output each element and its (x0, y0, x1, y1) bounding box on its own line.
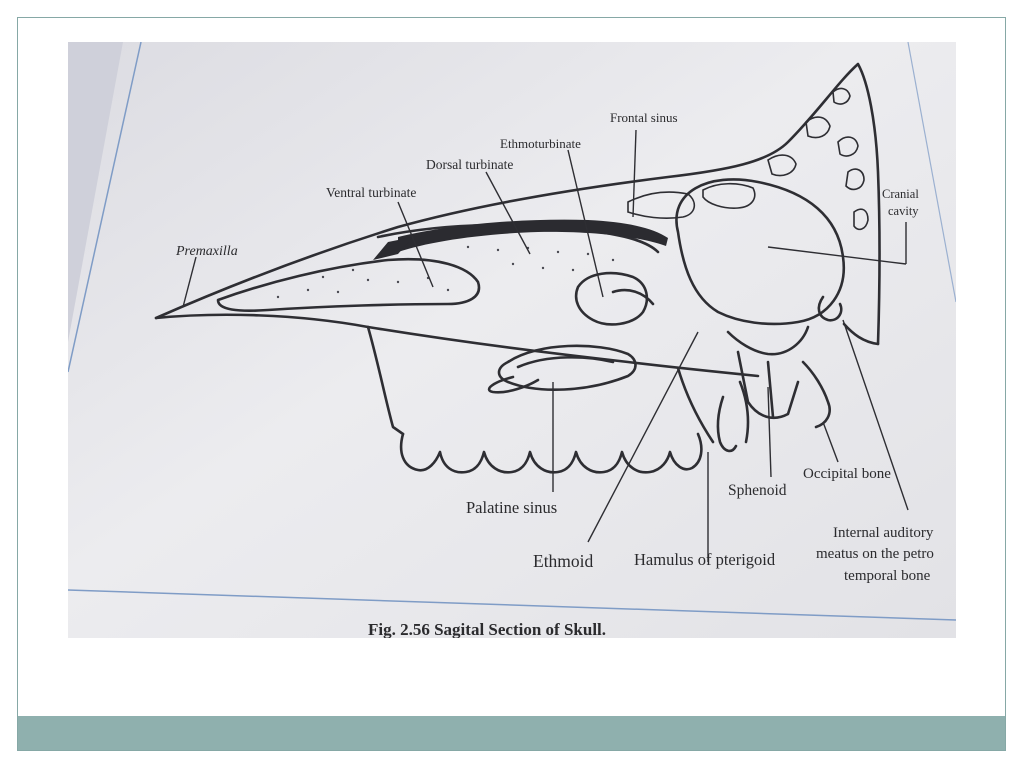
book-edge (68, 42, 123, 342)
label-internal-auditory-line2: meatus on the petro (816, 546, 934, 562)
label-sphenoid: Sphenoid (728, 482, 787, 499)
label-frontal-sinus: Frontal sinus (610, 110, 678, 125)
label-cranial-line1: Cranial (882, 187, 919, 201)
label-ethmoid: Ethmoid (533, 551, 594, 571)
frontal-sinus-cells (627, 87, 869, 231)
label-internal-auditory-line3: temporal bone (844, 568, 931, 584)
label-palatine-sinus: Palatine sinus (466, 498, 557, 517)
footer-bar (18, 716, 1005, 750)
label-dorsal-turbinate: Dorsal turbinate (426, 157, 513, 172)
page-margin-line-left (68, 42, 142, 373)
textbook-photo: Frontal sinus Ethmoturbinate Dorsal turb… (68, 42, 956, 638)
nasal-bone-band (398, 219, 668, 252)
skull-outline (154, 62, 881, 474)
page-margin-line-right (907, 42, 956, 303)
label-premaxilla: Premaxilla (175, 244, 238, 259)
page-bottom-line (68, 589, 956, 621)
nasal-notch (373, 237, 413, 260)
leader-lines (182, 129, 909, 562)
label-occipital-bone: Occipital bone (803, 466, 891, 482)
label-hamulus: Hamulus of pterigoid (634, 550, 776, 569)
label-ventral-turbinate: Ventral turbinate (326, 185, 416, 200)
skull-diagram: Frontal sinus Ethmoturbinate Dorsal turb… (68, 42, 956, 638)
label-ethmoturbinate: Ethmoturbinate (500, 136, 581, 151)
page-background (68, 42, 956, 638)
label-cranial-line2: cavity (888, 204, 919, 218)
turbinate-stipple (276, 245, 615, 299)
figure-caption: Fig. 2.56 Sagital Section of Skull. (368, 620, 606, 638)
label-internal-auditory-line1: Internal auditory (833, 525, 934, 541)
